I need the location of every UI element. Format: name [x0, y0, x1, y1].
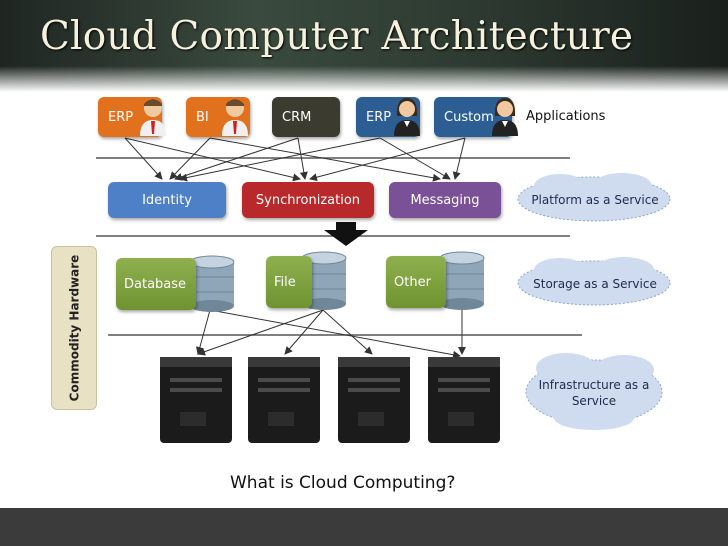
service-label: Messaging	[410, 192, 480, 208]
app-custom: Custom	[434, 97, 512, 137]
caption: What is Cloud Computing?	[228, 473, 458, 493]
server-icon-4	[428, 357, 500, 443]
app-erp-1: ERP	[98, 97, 162, 137]
storage-other: Other	[386, 256, 446, 308]
page-title: Cloud Computer Architecture	[40, 14, 634, 59]
cloud-infrastructure-icon	[525, 353, 663, 430]
storage-database: Database	[116, 258, 196, 310]
service-label: Synchronization	[255, 192, 361, 208]
app-label: ERP	[108, 109, 134, 125]
app-label: Custom	[444, 109, 494, 125]
server-icon-3	[338, 357, 410, 443]
commodity-hardware-label: Commodity Hardware	[67, 254, 82, 402]
server-icon-1	[160, 357, 232, 443]
female-user-icon	[394, 98, 420, 136]
database-icon-3	[439, 251, 485, 310]
service-messaging: Messaging	[389, 182, 501, 218]
male-user-icon	[140, 99, 166, 136]
platform-as-a-service-label: Platform as a Service	[531, 193, 659, 207]
app-service-arrows	[124, 137, 466, 182]
database-icon-1	[189, 255, 235, 312]
male-user-icon	[222, 99, 248, 136]
service-synchronization: Synchronization	[242, 182, 374, 218]
app-label: BI	[196, 109, 209, 125]
database-icon-2	[301, 251, 347, 310]
storage-as-a-service-label: Storage as a Service	[533, 277, 657, 291]
app-crm: CRM	[272, 97, 340, 137]
storage-server-arrows	[195, 309, 466, 359]
infrastructure-as-a-service-label: Infrastructure as a Service	[538, 378, 650, 408]
commodity-hardware-bar	[51, 246, 97, 410]
service-identity: Identity	[108, 182, 226, 218]
down-arrow-icon	[324, 222, 368, 246]
cloud-storage-icon	[517, 257, 671, 306]
service-label: Identity	[142, 192, 192, 208]
storage-file: File	[266, 256, 312, 308]
server-icon-2	[248, 357, 320, 443]
storage-label: File	[274, 274, 296, 290]
applications-label: Applications	[526, 109, 606, 124]
app-label: ERP	[366, 109, 392, 125]
storage-label: Other	[394, 274, 431, 290]
title-banner	[0, 0, 728, 92]
cloud-platform-icon	[517, 173, 671, 222]
female-user-icon	[492, 98, 518, 136]
footer-bar	[0, 508, 728, 546]
storage-label: Database	[124, 276, 187, 292]
app-label: CRM	[282, 109, 312, 125]
